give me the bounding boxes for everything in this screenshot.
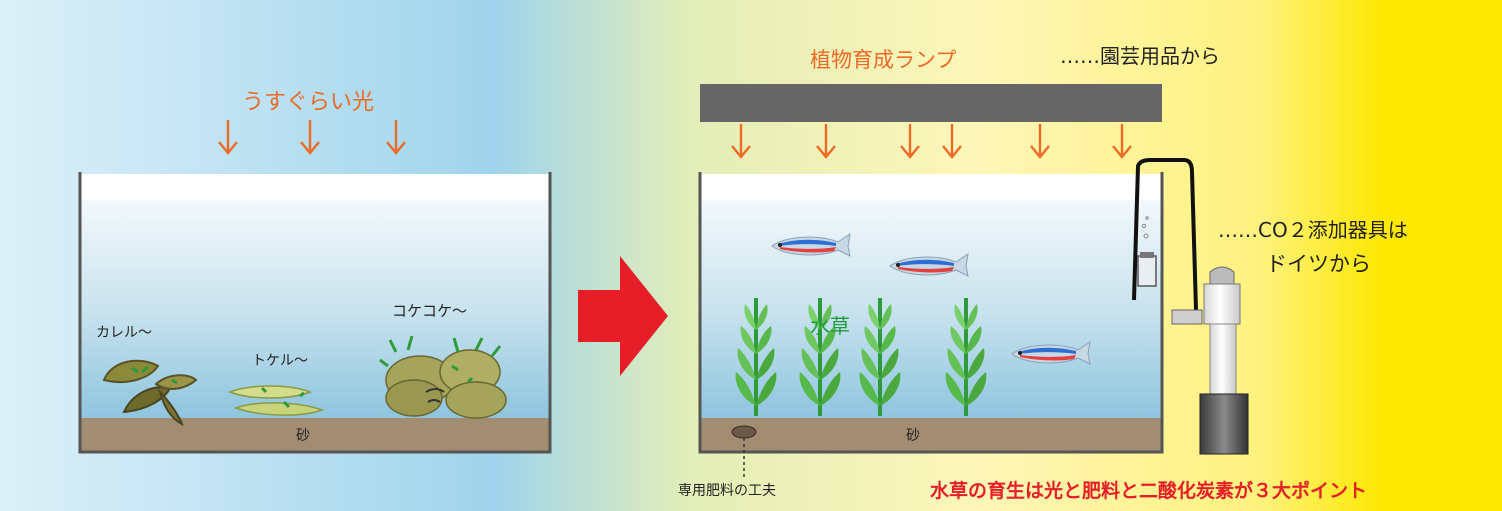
plant-label-2: トケル〜 [252, 353, 308, 369]
co2-equipment [1132, 158, 1249, 455]
grow-lamp [700, 84, 1162, 122]
mossy-plant-3 [379, 335, 507, 419]
lamp-source-label: ……園芸用品から [1060, 44, 1220, 68]
dim-light-label: うすぐらい光 [242, 90, 375, 115]
fertilizer-pellet [731, 425, 757, 439]
left-sand-label: 砂 [296, 428, 310, 444]
transition-arrow [578, 256, 668, 376]
right-sand-label: 砂 [906, 428, 920, 444]
fertilizer-label: 専用肥料の工夫 [678, 483, 776, 499]
right-tank [698, 172, 1164, 454]
co2-label-line2: ドイツから [1266, 252, 1371, 276]
plant-label-1: カレル〜 [96, 325, 152, 341]
withering-plant-1 [102, 359, 198, 427]
summary-caption: 水草の育生は光と肥料と二酸化炭素が３大ポイント [930, 480, 1368, 502]
co2-label-line1: ……CO２添加器具は [1218, 218, 1408, 242]
aquatic-plant-label: 水草 [810, 314, 850, 338]
melting-plant-2 [227, 385, 325, 416]
lamp-label: 植物育成ランプ [810, 48, 957, 72]
plant-label-3: コケコケ〜 [392, 302, 468, 320]
